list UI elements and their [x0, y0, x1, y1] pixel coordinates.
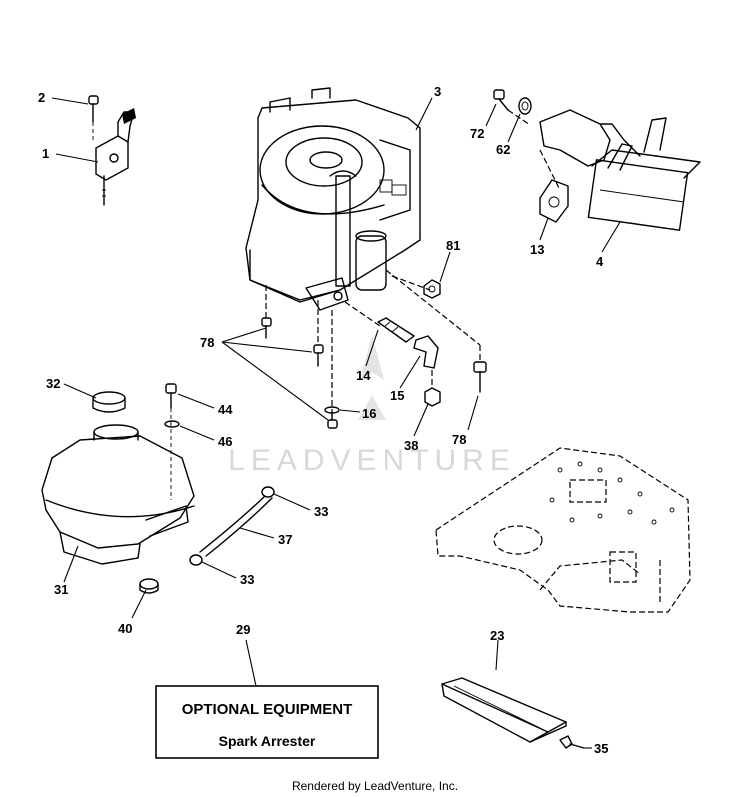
- callout-31: 31: [54, 582, 68, 597]
- clamp-part-33a: [261, 486, 275, 498]
- washer-part-46: [164, 420, 180, 428]
- spark-arrester-part-23: [441, 677, 567, 743]
- callout-32: 32: [46, 376, 60, 391]
- frame-part: [435, 447, 691, 613]
- callout-38: 38: [404, 438, 418, 453]
- muffler-part: [539, 109, 701, 231]
- washer-part-62: [518, 97, 532, 115]
- callout-14: 14: [356, 368, 371, 383]
- fuel-tank-part-31: [41, 424, 195, 565]
- engine-part: [245, 87, 421, 311]
- leader-lines: [51, 97, 621, 749]
- screw-part-35: [559, 735, 585, 749]
- alignment-lines: [265, 109, 561, 420]
- callout-2: 2: [38, 90, 45, 105]
- callout-1: 1: [42, 146, 49, 161]
- optional-equipment-box: OPTIONAL EQUIPMENT Spark Arrester: [155, 685, 379, 759]
- callout-16: 16: [362, 406, 376, 421]
- fitting-part-14: [377, 317, 415, 343]
- callout-78a: 78: [200, 335, 214, 350]
- callout-4: 4: [596, 254, 604, 269]
- callout-33a: 33: [314, 504, 328, 519]
- nut-part-40: [139, 578, 159, 594]
- watermark-text: LEADVENTURE: [228, 444, 516, 477]
- nut-part-81: [423, 279, 441, 299]
- bolt-part-44: [165, 383, 177, 500]
- throttle-control-part: [95, 108, 136, 206]
- nut-part-38: [424, 387, 441, 407]
- optional-equipment-title: OPTIONAL EQUIPMENT: [182, 701, 353, 718]
- washer-part-16: [324, 406, 340, 414]
- fuel-cap-part-32: [92, 391, 126, 413]
- callout-23: 23: [490, 628, 504, 643]
- callout-72: 72: [470, 126, 484, 141]
- spark-arrester-label: Spark Arrester: [219, 733, 316, 749]
- callout-13: 13: [530, 242, 544, 257]
- callout-33b: 33: [240, 572, 254, 587]
- fuel-line-part-37: [199, 495, 273, 557]
- callout-35: 35: [594, 741, 608, 756]
- bolt-part-72: [493, 89, 509, 111]
- callout-44: 44: [218, 402, 233, 417]
- callout-3: 3: [434, 84, 441, 99]
- callout-37: 37: [278, 532, 292, 547]
- callout-62: 62: [496, 142, 510, 157]
- callout-40: 40: [118, 621, 132, 636]
- watermark: LEADVENTURE: [228, 335, 516, 477]
- callout-81: 81: [446, 238, 460, 253]
- callout-15: 15: [390, 388, 404, 403]
- callout-78b: 78: [452, 432, 466, 447]
- gasket-part-13: [539, 179, 569, 223]
- screw-part-2: [88, 95, 99, 140]
- callout-46: 46: [218, 434, 232, 449]
- clamp-part-33b: [189, 554, 203, 566]
- callout-29: 29: [236, 622, 250, 637]
- elbow-part-15: [413, 335, 439, 369]
- bolt-part-78b: [473, 361, 487, 393]
- footer-credit: Rendered by LeadVenture, Inc.: [292, 779, 458, 793]
- callout-labels: 2 1 3 72 62 13 4 81 78 14 15 16 38 78 32…: [38, 84, 608, 756]
